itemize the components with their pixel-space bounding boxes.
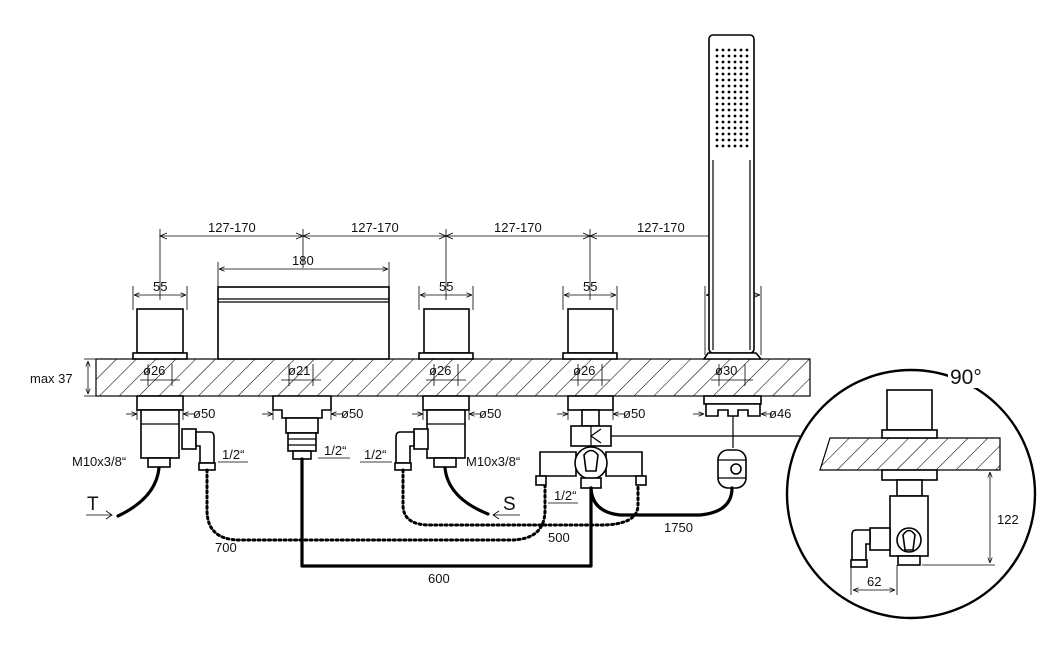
valve1-width-label: 55: [153, 279, 167, 294]
deck-thickness-label: max 37: [30, 371, 73, 386]
connection-label-4: 1/2“: [554, 488, 576, 503]
connection-label-1: 1/2“: [222, 447, 244, 462]
hose-600-label: 600: [428, 571, 450, 586]
detail-width-label: 62: [867, 574, 881, 589]
flange4-label: ø50: [623, 406, 645, 421]
hot-supply-hose: T: [86, 466, 161, 520]
detail-view: 90° 122 62: [785, 362, 1037, 620]
valve-handle-2: [418, 308, 474, 360]
spacing-label-4: 127-170: [637, 220, 685, 235]
diverter-valve-body: [535, 395, 800, 489]
connection-label-3: 1/2“: [364, 447, 386, 462]
valve-handle-3: [562, 308, 618, 360]
flange2-label: ø50: [341, 406, 363, 421]
connecting-hoses: 700 600 500 1750: [205, 457, 734, 586]
connection-label-2: 1/2“: [324, 443, 346, 458]
valve2-width-label: 55: [439, 279, 453, 294]
flange3-label: ø50: [479, 406, 501, 421]
spout-width-label: 180: [292, 253, 314, 268]
deck-section: [95, 358, 811, 397]
hand-shower: [702, 34, 763, 360]
hot-supply-label: T: [87, 494, 99, 515]
spacing-dimensions: 127-170 127-170 127-170 127-170: [158, 220, 734, 300]
spout-body: [272, 395, 332, 460]
hole4-label: ø26: [573, 363, 595, 378]
detail-angle-label: 90°: [950, 366, 982, 389]
valve3-width-label: 55: [583, 279, 597, 294]
detail-height-label: 122: [997, 512, 1019, 527]
deck-thickness-dimension: max 37: [30, 358, 96, 397]
flange5-label: ø46: [769, 406, 791, 421]
thread-left-label: M10x3/8“: [72, 454, 126, 469]
hole3-label: ø26: [429, 363, 451, 378]
hole-dimensions: ø26 ø21 ø26 ø26 ø30: [140, 363, 753, 386]
spray-face-icon: [715, 48, 749, 148]
valve-body-1: [136, 395, 216, 471]
spout: [217, 286, 390, 360]
hose-weight: [717, 449, 747, 489]
valve-handle-1: [132, 308, 188, 360]
hand-shower-body: [703, 395, 762, 448]
hose-700-label: 700: [215, 540, 237, 555]
flange1-label: ø50: [193, 406, 215, 421]
spacing-label-1: 127-170: [208, 220, 256, 235]
valve-body-2: [394, 395, 470, 471]
hole5-label: ø30: [715, 363, 737, 378]
cold-supply-label: S: [503, 494, 516, 515]
hole1-label: ø26: [143, 363, 165, 378]
hose-1750-label: 1750: [664, 520, 693, 535]
spacing-label-3: 127-170: [494, 220, 542, 235]
flange-dimensions: ø50 ø50 ø50 ø50 ø46: [126, 404, 791, 421]
thread-right-label: M10x3/8“: [466, 454, 520, 469]
hole2-label: ø21: [288, 363, 310, 378]
cold-supply-hose: S: [443, 466, 520, 520]
spacing-label-2: 127-170: [351, 220, 399, 235]
hose-500-label: 500: [548, 530, 570, 545]
